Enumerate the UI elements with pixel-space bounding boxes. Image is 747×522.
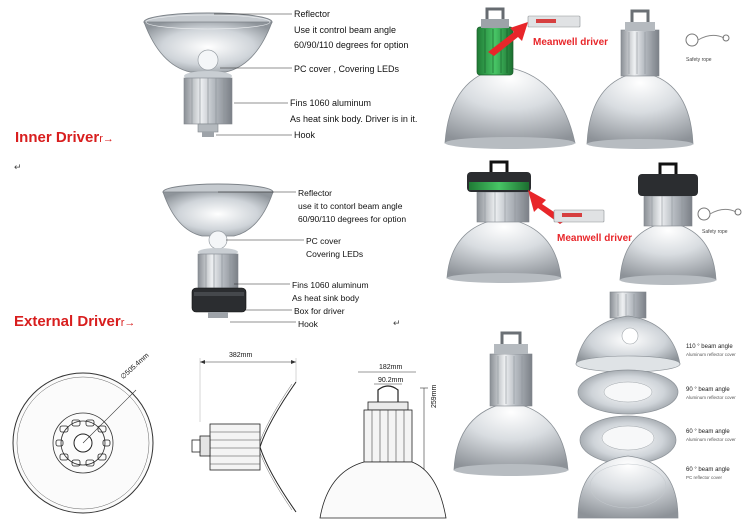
external-box-label: Box for driver — [294, 306, 345, 316]
inner-pc-cover-label: PC cover , Covering LEDs — [294, 64, 400, 74]
safety-rope-top-label: Safety rope — [686, 57, 712, 63]
safety-rope-mid-label: Safety rope — [702, 229, 728, 235]
inner-driver-lamp-photo — [586, 9, 694, 149]
inner-driver-title: Inner Driverr→ — [15, 129, 114, 146]
paragraph-mark-1: ↵ — [14, 162, 22, 172]
external-driver-title: External Driverr→ — [14, 313, 135, 330]
inner-fins-label: Fins 1060 aluminum — [290, 98, 372, 108]
cover-90-label: 90 ° beam angle Aluminum reflector cover — [686, 387, 736, 400]
external-beam-label-2: 60/90/110 degrees for option — [298, 214, 407, 224]
inner-beam-label-1: Use it control beam angle — [294, 25, 397, 35]
external-driver-title-text: External Driver — [14, 313, 121, 330]
inner-heat-sink-label: As heat sink body. Driver is in it. — [290, 114, 418, 124]
inner-driver-title-text: Inner Driver — [15, 129, 100, 146]
cover-110-label: 110 ° beam angle Aluminum reflector cove… — [686, 344, 736, 357]
front-view-drawing — [319, 371, 447, 519]
inner-driver-exploded-lamp — [143, 12, 273, 137]
inner-driver-lamp-photo-with-driver — [444, 7, 576, 149]
external-heat-sink-label: As heat sink body — [292, 293, 360, 303]
external-driver-exploded-lamp — [162, 183, 274, 318]
external-covering-label: Covering LEDs — [306, 249, 364, 259]
external-hook-label: Hook — [298, 319, 318, 329]
inner-hook-label: Hook — [294, 130, 316, 140]
width-dimension: 382mm — [229, 352, 253, 359]
inner-beam-label-2: 60/90/110 degrees for option — [294, 40, 409, 50]
external-pc-cover-label: PC cover — [306, 236, 341, 246]
external-beam-label-1: use it to contorl beam angle — [298, 201, 403, 211]
cover-60-pc-label: 60 ° beam angle PC reflector cover — [686, 467, 730, 480]
safety-rope-top-icon — [685, 33, 730, 47]
cover-60-aluminum-label: 60 ° beam angle Aluminum reflector cover — [686, 429, 736, 442]
external-driver-arrow-icon: r→ — [120, 317, 136, 329]
external-driver-lamp-photo-with-driver — [446, 160, 562, 283]
meanwell-driver-label-mid: Meanwell driver — [557, 233, 633, 244]
external-reflector-label: Reflector — [298, 188, 333, 198]
height-dimension: 259mm — [431, 384, 438, 408]
side-view-drawing — [191, 358, 297, 513]
inner-reflector-label: Reflector — [294, 9, 331, 19]
hook-width-dimension: 90.2mm — [378, 377, 404, 384]
paragraph-mark-2: ↵ — [393, 318, 401, 328]
safety-rope-mid-icon — [697, 207, 742, 221]
external-driver-lamp-photo — [619, 162, 717, 285]
external-fins-label: Fins 1060 aluminum — [292, 280, 369, 290]
inner-driver-arrow-icon: r→ — [99, 133, 114, 145]
bottom-view-drawing — [12, 372, 154, 514]
top-width-dimension: 182mm — [379, 364, 403, 371]
reflector-covers-stack — [575, 291, 681, 519]
lamp-photo-bottom — [453, 331, 569, 476]
meanwell-driver-label-top: Meanwell driver — [533, 37, 609, 48]
